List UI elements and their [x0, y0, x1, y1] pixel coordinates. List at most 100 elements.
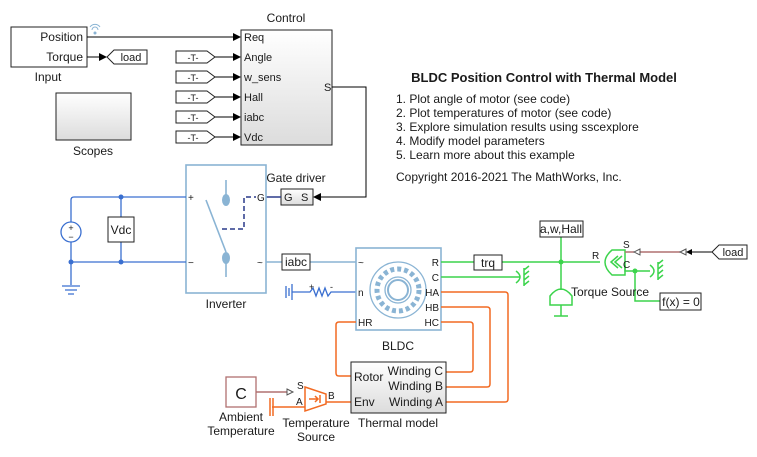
control-block[interactable]: Control Req Angle w_sens Hall iabc Vdc S — [240, 11, 333, 146]
svg-text:C: C — [623, 260, 630, 271]
svg-text:Vdc: Vdc — [244, 132, 263, 144]
svg-text:C: C — [432, 273, 439, 284]
thermal-model-block[interactable]: Rotor Env Winding C Winding B Winding A … — [350, 361, 447, 430]
note-link: 1. Plot angle of motor (see code) — [396, 92, 570, 106]
svg-text:S: S — [301, 192, 308, 204]
svg-text:Req: Req — [244, 32, 264, 44]
torque-source-block[interactable]: R S C Torque Source — [571, 240, 649, 299]
solver-config-block[interactable]: f(x) = 0 — [659, 292, 702, 311]
svg-text:+: + — [68, 223, 73, 233]
svg-text:Env: Env — [354, 395, 375, 409]
svg-text:B: B — [328, 391, 335, 402]
svg-text:Hall: Hall — [244, 92, 263, 104]
svg-text:R: R — [432, 258, 439, 269]
svg-text:S: S — [297, 381, 304, 392]
svg-text:−: − — [188, 258, 194, 269]
trq-sensor-block[interactable]: trq — [473, 254, 503, 271]
svg-text:-T-: -T- — [188, 133, 199, 143]
svg-text:S: S — [324, 82, 331, 94]
from-tag-angle: -T- — [175, 50, 241, 64]
ground-icon — [62, 285, 80, 295]
bldc-block[interactable]: ~ n HR R C HA HB HC BLDC — [355, 247, 442, 353]
control-label: Control — [267, 11, 306, 25]
svg-text:iabc: iabc — [244, 112, 265, 124]
svg-text:~: ~ — [257, 258, 263, 269]
svg-text:Ambient: Ambient — [219, 410, 264, 424]
svg-text:HB: HB — [425, 303, 439, 314]
load-signal — [625, 248, 712, 256]
svg-text:Rotor: Rotor — [354, 370, 383, 384]
svg-text:Angle: Angle — [244, 52, 272, 64]
svg-text:HA: HA — [425, 288, 439, 299]
svg-text:R: R — [592, 251, 599, 262]
from-tag-w-sens: -T- — [175, 70, 241, 84]
wire-gate-signal — [313, 86, 367, 201]
svg-text:w_sens: w_sens — [243, 72, 282, 84]
gate-driver-label: Gate driver — [266, 171, 325, 185]
input-block[interactable]: Position Torque Input — [10, 26, 88, 84]
gate-driver-block[interactable]: G S — [280, 188, 314, 206]
svg-text:-: - — [330, 282, 333, 292]
svg-text:+: + — [309, 282, 314, 292]
notes-list[interactable]: 1. Plot angle of motor (see code) 2. Plo… — [396, 92, 639, 162]
input-label: Input — [35, 70, 62, 84]
svg-text:~: ~ — [358, 258, 364, 269]
motion-sensor-block[interactable]: a,w,Hall — [539, 220, 584, 238]
bldc-label: BLDC — [382, 339, 414, 353]
svg-text:Winding B: Winding B — [388, 379, 443, 393]
svg-text:Winding C: Winding C — [388, 364, 444, 378]
svg-text:load: load — [121, 52, 142, 64]
inverter-label: Inverter — [206, 297, 247, 311]
copyright: Copyright 2016-2021 The MathWorks, Inc. — [396, 170, 622, 184]
goto-load-tag[interactable]: load — [106, 49, 148, 65]
from-tag-vdc: -T- — [175, 130, 241, 144]
dc-circuit: +− — [60, 194, 186, 295]
temperature-source-block[interactable]: S A B Temperature Source — [282, 381, 350, 444]
iabc-sensor-block[interactable]: iabc — [281, 253, 311, 271]
vdc-sensor-block[interactable]: Vdc — [107, 216, 135, 243]
svg-text:iabc: iabc — [285, 255, 307, 269]
svg-text:S: S — [623, 240, 630, 251]
svg-text:-T-: -T- — [188, 53, 199, 63]
note-link: 5. Learn more about this example — [396, 148, 575, 162]
svg-text:Scopes: Scopes — [73, 144, 113, 158]
svg-text:Source: Source — [297, 430, 335, 444]
mechanical-reference-icon — [515, 265, 530, 286]
model-title: BLDC Position Control with Thermal Model — [411, 70, 677, 85]
svg-text:HC: HC — [425, 318, 439, 329]
svg-text:Temperature: Temperature — [282, 416, 350, 430]
svg-text:G: G — [284, 192, 293, 204]
svg-text:-T-: -T- — [188, 93, 199, 103]
svg-text:n: n — [358, 288, 364, 299]
motor-icon — [369, 261, 427, 319]
svg-text:load: load — [723, 247, 744, 259]
svg-text:HR: HR — [358, 318, 372, 329]
torque-source-label: Torque Source — [571, 285, 649, 299]
svg-text:G: G — [257, 193, 265, 204]
svg-text:a,w,Hall: a,w,Hall — [540, 222, 582, 236]
inverter-block[interactable]: + − G ~ Inverter — [185, 164, 267, 311]
mechanical-reference-icon — [649, 259, 664, 280]
from-tags[interactable]: -T- -T- -T- -T- -T- — [175, 50, 241, 144]
voltage-source-icon: +− — [60, 221, 82, 243]
wireless-icon — [89, 23, 101, 35]
svg-text:trq: trq — [481, 256, 495, 270]
note-link: 3. Explore simulation results using ssce… — [396, 120, 639, 134]
svg-text:-T-: -T- — [188, 73, 199, 83]
inertia-icon — [549, 288, 573, 317]
note-link: 4. Modify model parameters — [396, 134, 545, 148]
from-tag-iabc: -T- — [175, 110, 241, 124]
svg-text:C: C — [235, 386, 247, 403]
neutral-resistor-ground: +- — [285, 282, 356, 300]
svg-text:-T-: -T- — [188, 113, 199, 123]
svg-text:Winding A: Winding A — [389, 395, 443, 409]
thermal-network — [256, 291, 509, 416]
ambient-temperature-block[interactable]: C Ambient Temperature — [207, 376, 275, 438]
svg-text:+: + — [188, 193, 194, 204]
scopes-block[interactable]: Scopes — [55, 92, 132, 158]
port-position: Position — [40, 30, 83, 44]
svg-text:A: A — [296, 397, 303, 408]
thermal-model-label: Thermal model — [358, 416, 438, 430]
svg-text:Vdc: Vdc — [111, 223, 132, 237]
from-load-tag[interactable]: load — [711, 244, 748, 260]
